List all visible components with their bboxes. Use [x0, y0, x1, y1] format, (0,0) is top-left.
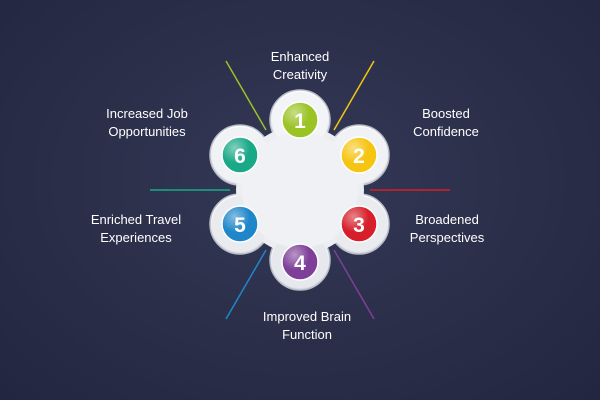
number-ball-3: 3 [340, 205, 378, 243]
connector-line-1 [225, 60, 267, 131]
label-boosted-confidence: Boosted Confidence [413, 106, 479, 139]
number-5: 5 [234, 214, 246, 237]
number-ball-5: 5 [221, 205, 259, 243]
number-ball-4: 4 [281, 243, 319, 281]
number-2: 2 [353, 145, 365, 168]
number-6: 6 [234, 145, 246, 168]
connector-line-5 [225, 249, 267, 320]
label-enriched-travel-experiences: Enriched Travel Experiences [90, 212, 182, 245]
label-broadened-perspectives: Broadened Perspectives [409, 212, 485, 245]
label-improved-brain-function: Improved Brain Function [262, 309, 352, 342]
number-4: 4 [294, 252, 306, 275]
label-increased-job-opportunities: Increased Job Opportunities [106, 106, 188, 139]
connector-line-2 [333, 60, 375, 131]
number-1: 1 [294, 110, 306, 133]
number-ball-1: 1 [281, 101, 319, 139]
number-3: 3 [353, 214, 365, 237]
connector-line-4 [333, 249, 375, 320]
flower-center-inner [242, 132, 358, 248]
number-ball-6: 6 [221, 136, 259, 174]
label-enhanced-creativity: Enhanced Creativity [270, 49, 330, 82]
flower-shape [209, 89, 390, 291]
number-ball-2: 2 [340, 136, 378, 174]
